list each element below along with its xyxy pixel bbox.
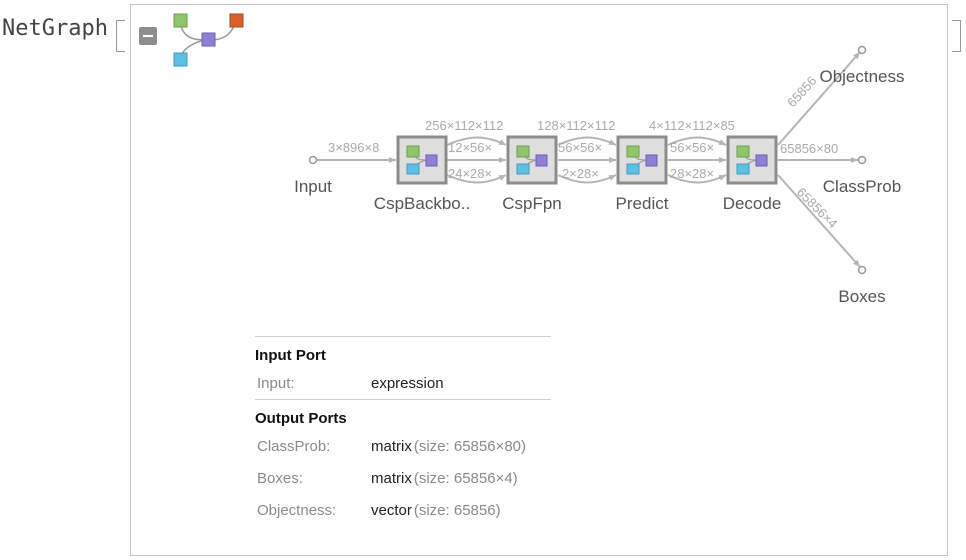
divider xyxy=(255,399,551,400)
edge-label-mid3: 56×56× xyxy=(670,140,714,155)
input-port-title: Input Port xyxy=(255,347,326,364)
port-size: (size: 65856) xyxy=(413,501,501,519)
divider xyxy=(255,336,551,337)
port-value: vector xyxy=(371,501,412,519)
edge-label-mid1: 12×56× xyxy=(448,140,492,155)
output-row-boxes: Boxes: matrix (size: 65856×4) xyxy=(255,462,551,494)
node-cspfpn[interactable] xyxy=(506,135,558,185)
edge-fpn-predict-top xyxy=(557,136,617,146)
edge-predict-decode-bot xyxy=(667,174,727,184)
node-label-boxes: Boxes xyxy=(838,287,885,306)
port-size: (size: 65856×80) xyxy=(413,437,526,455)
port-value: matrix xyxy=(371,437,412,455)
node-label-cspfpn: CspFpn xyxy=(502,194,562,213)
edge-label-mid2: 56×56× xyxy=(558,140,602,155)
left-bracket xyxy=(116,20,125,52)
port-boxes xyxy=(857,265,867,275)
node-decode[interactable] xyxy=(726,135,778,185)
port-key: Input: xyxy=(257,374,295,392)
edge-label-top1: 256×112×112 xyxy=(425,118,503,133)
node-label-classprob: ClassProb xyxy=(823,177,901,196)
port-input xyxy=(308,155,318,165)
node-label-decode: Decode xyxy=(723,194,782,213)
node-label-objectness: Objectness xyxy=(819,67,904,86)
edge-label-classprob: 65856×80 xyxy=(780,141,838,156)
edge-fpn-predict-bot xyxy=(557,174,617,184)
port-key: Boxes: xyxy=(257,469,303,487)
output-row-classprob: ClassProb: matrix (size: 65856×80) xyxy=(255,430,551,462)
port-value: matrix xyxy=(371,469,412,487)
port-classprob xyxy=(857,155,867,165)
edges xyxy=(317,51,861,268)
edge-label-bot3: 28×28× xyxy=(670,166,714,181)
netgraph-panel xyxy=(130,4,948,556)
node-label-input: Input xyxy=(294,177,332,196)
minus-icon xyxy=(143,35,153,37)
node-predict[interactable] xyxy=(616,135,668,185)
edge-decode-objectness xyxy=(777,51,861,146)
edge-label-top3: 4×112×112×85 xyxy=(649,118,735,133)
edge-decode-boxes xyxy=(777,174,861,268)
edge-label-bot2: 2×28× xyxy=(562,166,599,181)
port-size: (size: 65856×4) xyxy=(413,469,518,487)
netgraph-thumbnail-icon xyxy=(173,13,244,67)
output-ports-title: Output Ports xyxy=(255,410,347,427)
edge-label-bot1: 24×28× xyxy=(448,166,492,181)
edge-label-top2: 128×112×112 xyxy=(537,118,615,133)
netgraph-label: NetGraph xyxy=(2,16,108,41)
port-key: ClassProb: xyxy=(257,437,331,455)
edge-backbone-fpn-top xyxy=(446,136,507,146)
right-bracket xyxy=(952,20,961,52)
collapse-button[interactable] xyxy=(139,27,157,45)
port-info-table: Input Port Input: expression Output Port… xyxy=(255,336,551,526)
node-label-predict: Predict xyxy=(616,194,669,213)
port-objectness xyxy=(857,45,867,55)
input-row: Input: expression xyxy=(255,367,551,399)
edge-backbone-fpn-bot xyxy=(446,174,507,184)
output-row-objectness: Objectness: vector (size: 65856) xyxy=(255,494,551,526)
node-label-cspbackbone: CspBackbo.. xyxy=(374,194,470,213)
node-cspbackbone[interactable] xyxy=(396,135,448,185)
port-key: Objectness: xyxy=(257,501,337,519)
edge-label-input: 3×896×8 xyxy=(328,140,379,155)
edge-predict-decode-top xyxy=(667,136,727,146)
port-value: expression xyxy=(371,374,444,392)
network-graph: 3×896×8 256×112×112 128×112×112 4×112×11… xyxy=(294,45,905,306)
